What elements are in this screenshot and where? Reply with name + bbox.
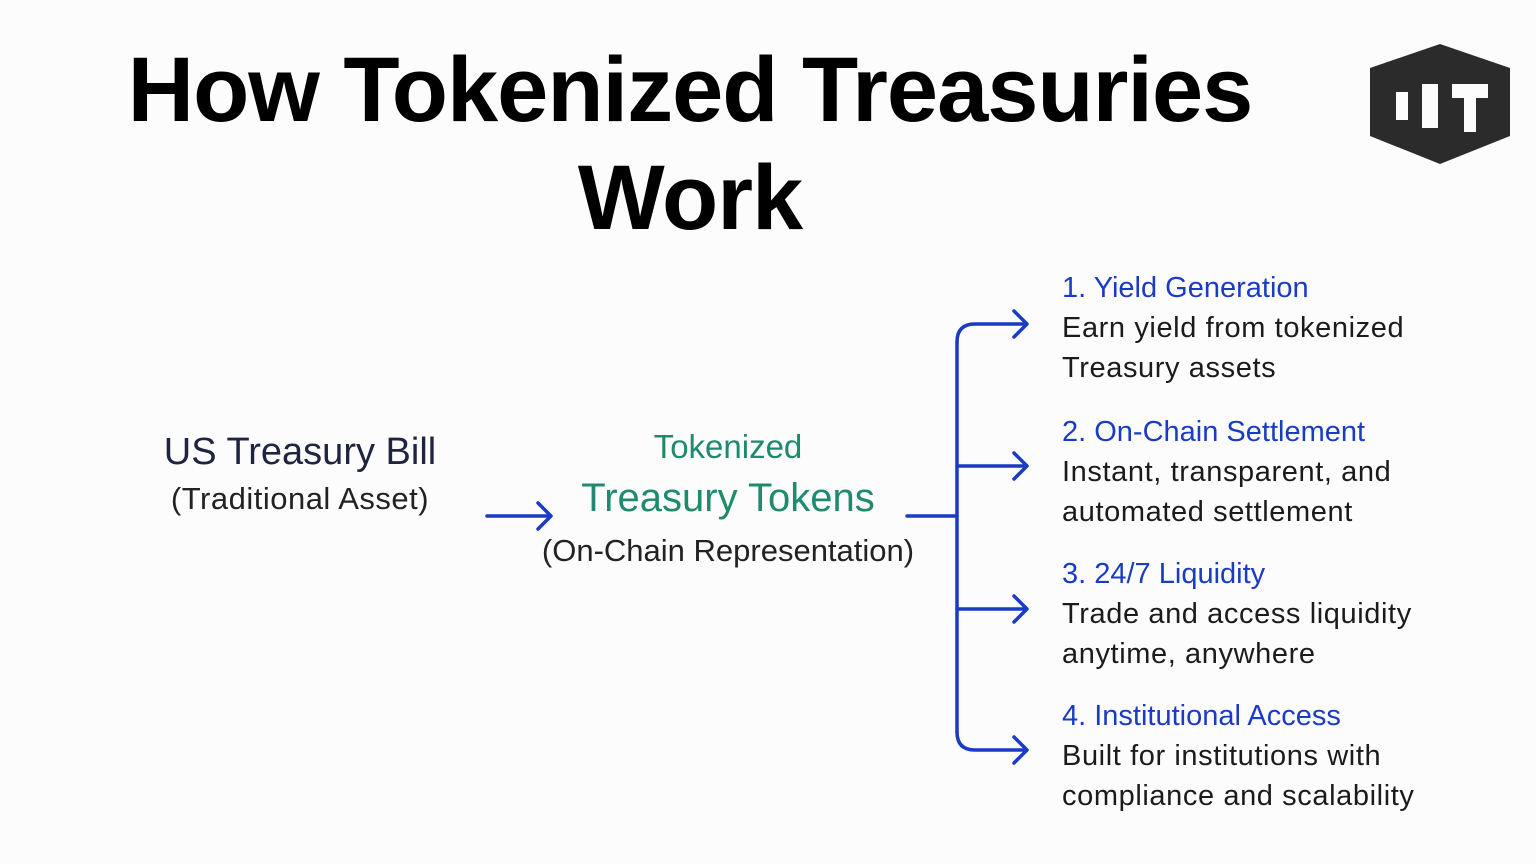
token-subtitle: (On-Chain Representation) xyxy=(541,533,915,568)
page-title: How Tokenized Treasuries Work xyxy=(100,36,1280,252)
title-line-2: Work xyxy=(577,147,803,249)
hexagon-brand-logo-icon xyxy=(1370,44,1510,164)
branch-arrowhead-2 xyxy=(1012,451,1029,481)
benefit-title: 3. 24/7 Liquidity xyxy=(1062,558,1266,590)
benefit-item: 2. On-Chain Settlement Instant, transpar… xyxy=(1062,412,1502,532)
benefit-item: 1. Yield Generation Earn yield from toke… xyxy=(1062,268,1502,388)
source-asset-title: US Treasury Bill xyxy=(163,431,437,473)
token-title: Treasury Tokens xyxy=(581,476,875,520)
benefit-description-line: compliance and scalability xyxy=(1062,780,1415,812)
title-line-1: How Tokenized Treasuries xyxy=(127,39,1254,141)
benefit-description-line: anytime, anywhere xyxy=(1062,638,1316,670)
source-asset-subtitle: (Traditional Asset) xyxy=(170,481,430,516)
benefit-title: 4. Institutional Access xyxy=(1062,700,1341,732)
branch-arrowhead-1 xyxy=(1012,309,1029,339)
token-prefix: Tokenized xyxy=(653,428,803,465)
token-node: Tokenized Treasury Tokens (On-Chain Repr… xyxy=(520,424,936,576)
benefit-title: 2. On-Chain Settlement xyxy=(1062,416,1366,448)
source-to-token-arrow xyxy=(485,501,553,531)
source-asset-node: US Treasury Bill (Traditional Asset) xyxy=(130,428,470,522)
benefit-description-line: Treasury assets xyxy=(1062,352,1277,384)
benefit-description-line: automated settlement xyxy=(1062,496,1353,528)
benefit-description-line: Built for institutions with xyxy=(1062,740,1382,772)
branch-arrowhead-3 xyxy=(1012,594,1029,624)
branch-arrowhead-4 xyxy=(1012,735,1029,765)
branch-connector xyxy=(905,322,1028,752)
benefit-description-line: Earn yield from tokenized xyxy=(1062,312,1405,344)
benefit-item: 4. Institutional Access Built for instit… xyxy=(1062,696,1502,816)
benefit-item: 3. 24/7 Liquidity Trade and access liqui… xyxy=(1062,554,1502,674)
benefit-description-line: Instant, transparent, and xyxy=(1062,456,1392,488)
benefit-title: 1. Yield Generation xyxy=(1062,272,1309,304)
benefit-description-line: Trade and access liquidity xyxy=(1062,598,1412,630)
